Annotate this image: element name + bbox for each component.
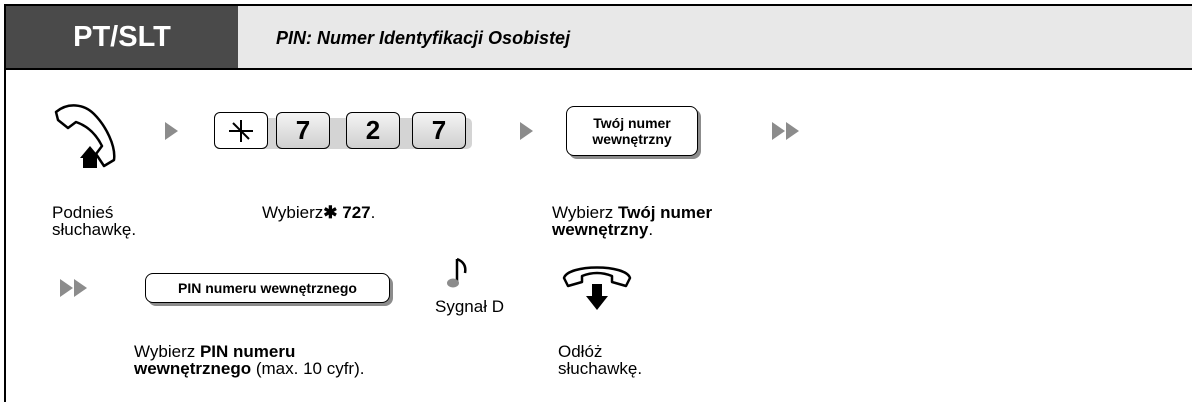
handset-off-hook-icon: [54, 104, 116, 168]
star-symbol: ✱: [323, 203, 338, 222]
step4-caption: Wybierz PIN numeru wewnętrznego (max. 10…: [134, 342, 365, 378]
extension-box-line1: Twój numer: [593, 115, 671, 131]
continue-arrow-icon: [74, 279, 87, 297]
key-7b: 7: [412, 112, 466, 149]
procedure-frame: [4, 4, 1192, 402]
step2-caption: Wybierz✱ 727.: [262, 203, 376, 222]
extension-box-line2: wewnętrzny: [592, 131, 672, 147]
step3-caption: Wybierz Twój numer wewnętrzny.: [552, 203, 713, 239]
step1-caption: Podnieś słuchawkę.: [52, 203, 137, 239]
extension-number-box: Twój numer wewnętrzny: [566, 106, 698, 156]
pin-number-box: PIN numeru wewnętrznego: [145, 273, 390, 303]
handset-on-hook-icon: [562, 266, 632, 310]
signal-d-caption: Sygnał D: [435, 297, 504, 316]
star-icon: [229, 119, 253, 142]
continue-arrow-icon: [786, 122, 799, 140]
key-2: 2: [346, 112, 400, 149]
key-7: 7: [276, 112, 330, 149]
next-arrow-icon: [165, 122, 178, 140]
step6-caption: Odłóż słuchawkę.: [558, 342, 643, 378]
page-title: PIN: Numer Identyfikacji Osobistej: [276, 28, 571, 48]
mode-label: PT/SLT: [6, 6, 238, 68]
music-note-icon: [447, 257, 467, 288]
next-arrow-icon: [520, 122, 533, 140]
continue-arrow-icon: [772, 122, 785, 140]
continue-arrow-icon: [60, 279, 73, 297]
key-star: [214, 112, 268, 149]
